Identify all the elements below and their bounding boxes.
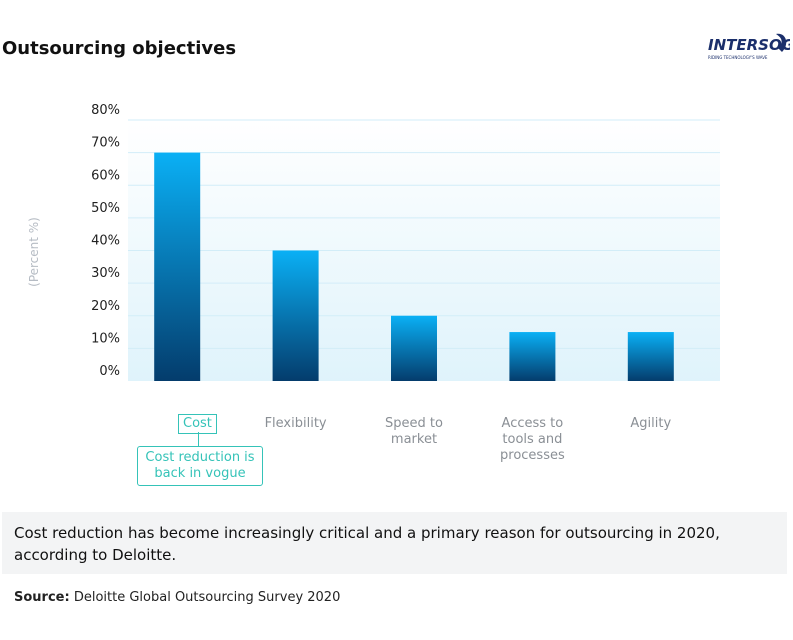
y-tick-label: 10% (91, 331, 120, 346)
y-tick-label: 30% (91, 266, 120, 281)
bar-flexibility (272, 250, 319, 381)
bar-access-to-tools-and-processes (509, 332, 556, 381)
y-tick-label: 60% (91, 168, 120, 183)
y-tick-label: 80% (91, 103, 120, 118)
x-tick-label: Cost (178, 414, 217, 434)
y-tick-label: 40% (91, 234, 120, 249)
summary-text: Cost reduction has become increasingly c… (2, 512, 787, 574)
bar-chart: 0% 10% 20% 30% 40% 50% 60% 70% 80% (91, 103, 720, 381)
source-label: Source: (14, 590, 70, 605)
svg-text:RIDING TECHNOLOGY'S WAVE: RIDING TECHNOLOGY'S WAVE (708, 55, 768, 60)
intersog-logo: INTERSOG RIDING TECHNOLOGY'S WAVE (708, 33, 790, 60)
bar-agility (627, 332, 674, 381)
svg-text:INTERSOG: INTERSOG (708, 36, 790, 54)
source-text: Deloitte Global Outsourcing Survey 2020 (73, 590, 341, 605)
source-line: Source: Deloitte Global Outsourcing Surv… (14, 590, 340, 605)
y-tick-label: 70% (91, 136, 120, 151)
y-tick-label: 0% (99, 364, 120, 379)
y-tick-label: 20% (91, 299, 120, 314)
annotation-connector (198, 432, 199, 446)
x-tick-label: Agility (630, 416, 672, 431)
bar-speed-to-market (391, 315, 437, 381)
y-tick-label: 50% (91, 201, 120, 216)
bar-cost (154, 152, 201, 381)
annotation-note: Cost reduction is back in vogue (137, 446, 263, 486)
x-tick-label: Flexibility (264, 416, 327, 431)
chart-title: Outsourcing objectives (2, 38, 237, 59)
